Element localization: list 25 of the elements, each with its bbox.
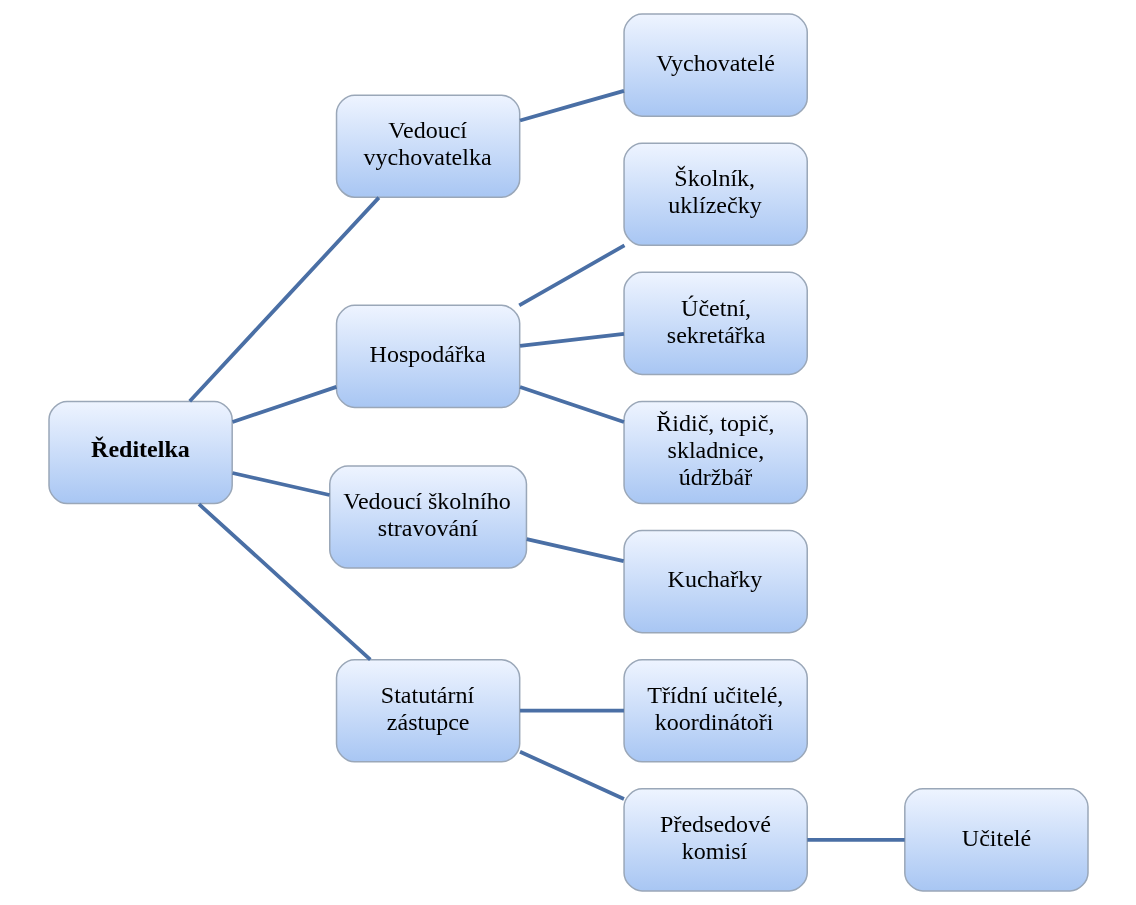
node-box: Třídní učitelé, koordinátoři	[622, 658, 808, 763]
connector	[519, 708, 624, 713]
node-box: Ředitelka	[47, 400, 233, 505]
connector	[187, 196, 380, 403]
connector	[519, 89, 624, 123]
node-box: Statutární zástupce	[335, 658, 520, 763]
connector	[806, 838, 905, 842]
connector	[231, 385, 337, 424]
node-box: Vedoucí vychovatelka	[335, 94, 520, 198]
connector	[517, 243, 625, 307]
node-box: Vedoucí školního stravování	[328, 465, 527, 569]
node-box: Předsedové komisí	[622, 788, 808, 892]
node-box: Kuchařky	[622, 529, 808, 634]
node-box: Hospodářka	[335, 304, 520, 409]
node-box: Účetní, sekretářka	[622, 271, 808, 376]
connector	[519, 331, 624, 348]
connector	[525, 537, 624, 563]
connector	[518, 385, 625, 424]
connector	[197, 502, 372, 662]
node-box: Učitelé	[903, 788, 1089, 892]
node-box: Školník, uklízečky	[622, 142, 808, 247]
node-box: Vychovatelé	[622, 13, 808, 117]
connector	[231, 471, 330, 497]
node-box: Řidič, topič, skladnice, údržbář	[622, 400, 808, 505]
connector	[518, 750, 625, 801]
